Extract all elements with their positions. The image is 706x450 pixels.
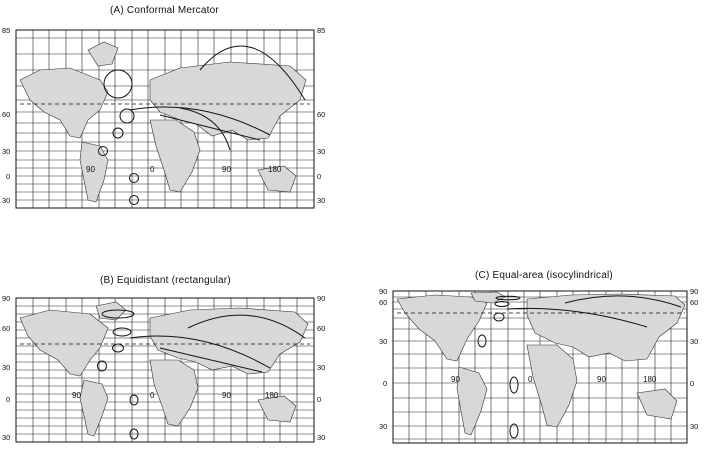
map-b-routes — [20, 314, 310, 373]
map-b-left-label: 0 — [6, 395, 10, 404]
map-b-right-label: 30 — [317, 433, 325, 442]
map-c-tissot-indicatrices — [477, 295, 521, 439]
map-b-meridian-label: 180 — [265, 391, 279, 400]
map-c-equal-area: 90 60 30 0 30 90 60 30 0 30 90 0 90 180 — [379, 287, 698, 444]
map-a-meridian-label: 0 — [150, 165, 155, 174]
map-b-equidistant: 90 60 30 0 30 90 60 30 0 30 90 0 90 180 — [2, 294, 325, 443]
map-b-title: (B) Equidistant (rectangular) — [100, 275, 231, 286]
map-c-left-label: 30 — [379, 337, 387, 346]
map-c-meridian-label: 180 — [643, 375, 657, 384]
map-a-tissot-indicatrices — [98, 69, 139, 205]
map-a-right-label: 85 — [317, 26, 325, 35]
map-c-title: (C) Equal-area (isocylindrical) — [475, 270, 613, 281]
map-a-right-label: 0 — [317, 172, 321, 181]
map-a-meridian-label: 180 — [268, 165, 282, 174]
map-b-land — [19, 301, 309, 437]
map-c-frame — [392, 290, 688, 444]
map-a-left-label: 30 — [2, 196, 10, 205]
map-b-left-label: 60 — [2, 324, 10, 333]
map-c-routes — [397, 295, 685, 328]
map-b-frame — [15, 297, 315, 443]
map-b-meridian-label: 0 — [150, 391, 155, 400]
map-a-routes — [20, 45, 310, 151]
map-a-right-label: 30 — [317, 147, 325, 156]
map-c-meridian-label: 0 — [528, 375, 533, 384]
map-b-left-label: 90 — [2, 294, 10, 303]
map-a-title: (A) Conformal Mercator — [110, 5, 219, 16]
map-b-left-label: 30 — [2, 433, 10, 442]
map-a-left-label: 0 — [6, 172, 10, 181]
map-c-left-label: 90 — [379, 287, 387, 296]
map-b-right-label: 30 — [317, 363, 325, 372]
map-c-left-label: 30 — [379, 422, 387, 431]
map-a-left-label: 85 — [2, 26, 10, 35]
map-c-land — [396, 291, 686, 436]
map-c-right-label: 30 — [690, 337, 698, 346]
map-a-land — [19, 41, 307, 203]
map-c-right-label: 60 — [690, 298, 698, 307]
map-a-left-label: 60 — [2, 110, 10, 119]
map-b-tissot-indicatrices — [97, 309, 139, 440]
map-b-meridian-label: 90 — [222, 391, 231, 400]
map-a-right-label: 30 — [317, 196, 325, 205]
map-a-meridian-label: 90 — [222, 165, 231, 174]
map-c-right-label: 30 — [690, 422, 698, 431]
map-a-mercator: 85 60 30 0 30 85 60 30 0 30 90 0 90 180 — [2, 26, 325, 209]
map-b-meridian-label: 90 — [72, 391, 81, 400]
map-c-right-label: 90 — [690, 287, 698, 296]
map-a-left-label: 30 — [2, 147, 10, 156]
map-a-frame — [15, 29, 315, 209]
map-a-meridian-label: 90 — [86, 165, 95, 174]
map-c-meridian-label: 90 — [451, 375, 460, 384]
map-b-right-label: 90 — [317, 294, 325, 303]
map-b-left-label: 30 — [2, 363, 10, 372]
map-b-right-label: 0 — [317, 395, 321, 404]
map-c-left-label: 0 — [383, 379, 387, 388]
map-c-right-label: 0 — [690, 379, 694, 388]
map-a-right-label: 60 — [317, 110, 325, 119]
map-c-left-label: 60 — [379, 298, 387, 307]
map-b-right-label: 60 — [317, 324, 325, 333]
map-c-meridian-label: 90 — [597, 375, 606, 384]
